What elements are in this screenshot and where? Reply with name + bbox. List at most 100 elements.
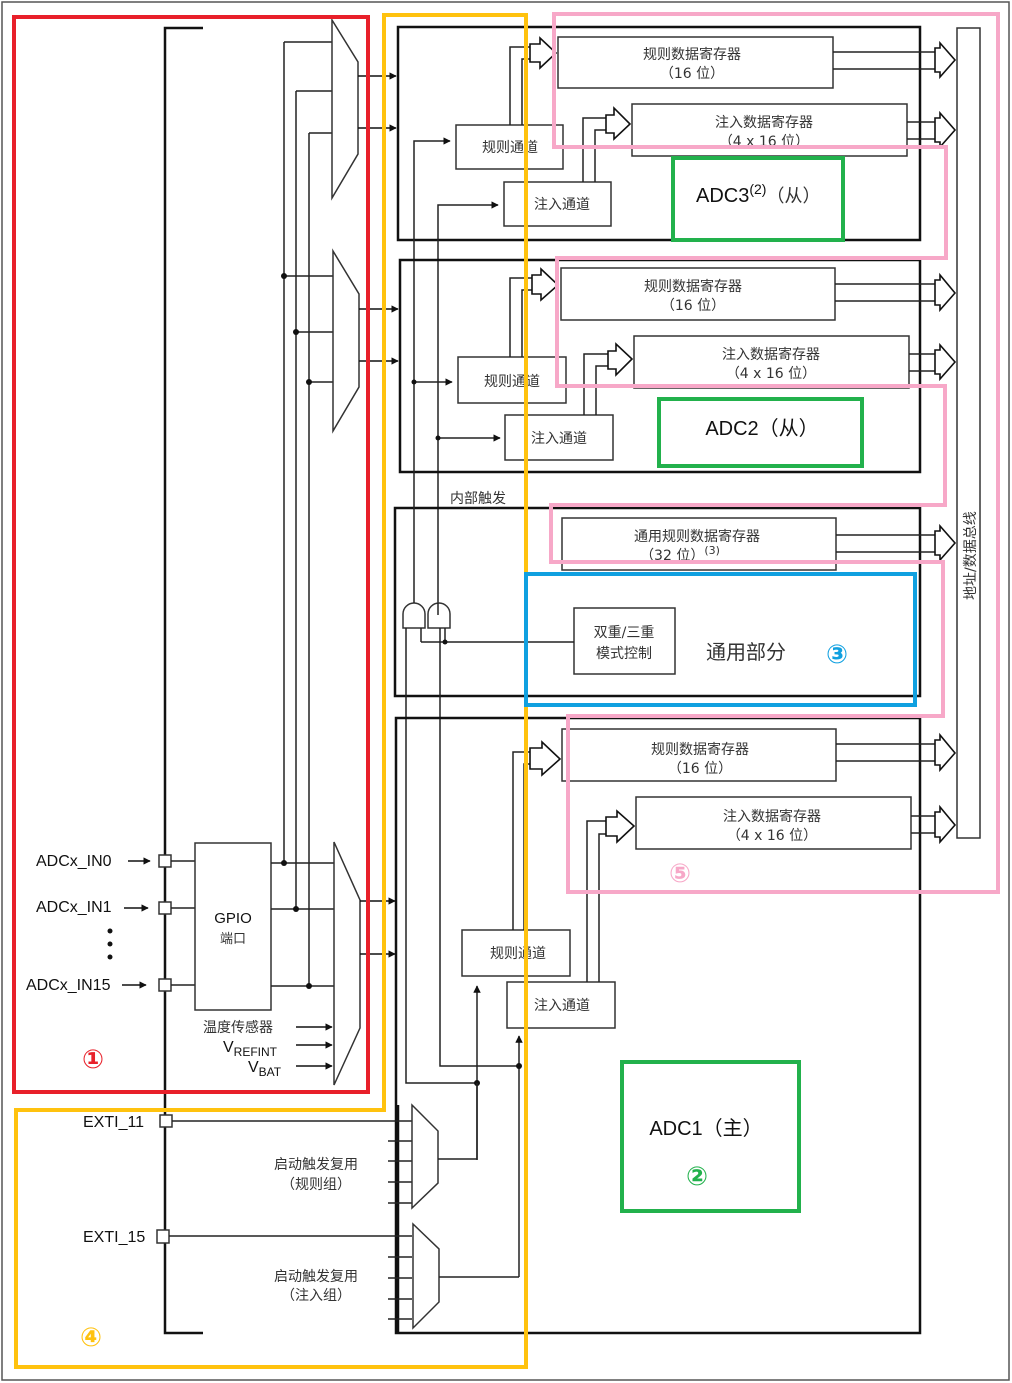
channel-label: 规则通道 bbox=[490, 946, 546, 962]
and-gate-injected bbox=[427, 602, 451, 629]
injected-trigger-inputs bbox=[388, 1256, 412, 1320]
junction-dot bbox=[435, 435, 441, 441]
pin-exti-11 bbox=[159, 1114, 173, 1128]
junction-dot bbox=[293, 906, 299, 912]
reg-label: 注入数据寄存器 bbox=[722, 346, 820, 363]
reg-label: （16 位） bbox=[660, 66, 724, 82]
channel-label: 规则通道 bbox=[484, 374, 540, 390]
adc1-name-label: ADC1（主） bbox=[649, 1117, 762, 1140]
hollow-arrow bbox=[934, 342, 957, 382]
pin-in1 bbox=[158, 901, 172, 915]
hollow-arrow bbox=[934, 40, 957, 80]
wire bbox=[598, 833, 606, 982]
wire bbox=[438, 1083, 478, 1160]
wire bbox=[586, 820, 606, 982]
region-3-common bbox=[524, 572, 917, 707]
mode-ctrl-label: 模式控制 bbox=[596, 646, 652, 662]
adc2-regular-data-register bbox=[560, 267, 836, 321]
junction-dot bbox=[516, 1063, 522, 1069]
injected-trigger-mux bbox=[412, 1222, 440, 1330]
address-data-bus bbox=[956, 27, 981, 839]
reg-label: （16 位） bbox=[668, 761, 732, 777]
reg-label: 通用规则数据寄存器 bbox=[634, 528, 760, 545]
common-frame bbox=[393, 506, 922, 698]
junction-dot bbox=[293, 329, 299, 335]
adc3-regular-data-register bbox=[557, 36, 834, 89]
adc2-regular-channel bbox=[457, 356, 567, 404]
regular-mux-label: 启动触发复用 bbox=[274, 1156, 358, 1173]
adc2-injected-channel bbox=[504, 414, 614, 461]
hollow-arrow bbox=[607, 342, 634, 377]
reg-label: 规则数据寄存器 bbox=[643, 46, 741, 63]
adc2-injected-data-register bbox=[633, 335, 910, 389]
hollow-arrow bbox=[934, 110, 957, 150]
pin-in15 bbox=[158, 978, 172, 992]
reg-label: （16 位） bbox=[661, 298, 725, 314]
hollow-arrow bbox=[529, 36, 558, 70]
hollow-arrow bbox=[934, 523, 957, 563]
junction-dot bbox=[306, 983, 312, 989]
region-5-registers bbox=[549, 12, 1000, 894]
hollow-arrow bbox=[934, 804, 957, 845]
adc1-injected-data-register bbox=[635, 796, 912, 850]
junction-dot bbox=[306, 379, 312, 385]
region-adc3-name bbox=[671, 156, 845, 242]
bus-label: 地址/数据总线 bbox=[963, 511, 979, 600]
junction-dot bbox=[442, 639, 448, 645]
pin-exti-15 bbox=[156, 1229, 170, 1244]
hollow-arrow bbox=[605, 106, 632, 141]
adc2-name-label: ADC2（从） bbox=[705, 417, 818, 440]
channel-label: 注入通道 bbox=[531, 431, 587, 447]
input-section: ADCx_IN0 ADCx_IN1 ADCx_IN15 GPIO 端口 bbox=[26, 17, 399, 1335]
injected-mux-label: （注入组） bbox=[281, 1288, 351, 1304]
wire bbox=[521, 289, 532, 357]
label-adcx-in15: ADCx_IN15 bbox=[26, 977, 111, 994]
label-exti-11: EXTI_11 bbox=[83, 1114, 144, 1131]
wire bbox=[595, 365, 608, 415]
reg-label: 注入数据寄存器 bbox=[715, 114, 813, 131]
wire bbox=[582, 117, 606, 182]
reg-label: （4 x 16 位） bbox=[726, 366, 816, 382]
regular-trigger-inputs bbox=[388, 1140, 412, 1204]
region-1-inputs bbox=[12, 15, 370, 1094]
region-adc2-name bbox=[657, 397, 864, 468]
adc1-regular-data-register bbox=[561, 728, 837, 782]
annotation-1: ① bbox=[82, 1045, 104, 1075]
adc2-block: 规则数据寄存器 （16 位） 注入数据寄存器 （4 x 16 位） 规则通道 注… bbox=[398, 258, 957, 474]
adc3-regular-channel bbox=[455, 124, 564, 170]
label-exti-15: EXTI_15 bbox=[83, 1229, 145, 1246]
adc3-input-mux bbox=[331, 17, 359, 201]
channel-label: 注入通道 bbox=[534, 998, 590, 1014]
adc1-block: 规则数据寄存器 （16 位） 注入数据寄存器 （4 x 16 位） 规则通道 注… bbox=[394, 716, 957, 1335]
label-temp-sensor: 温度传感器 bbox=[203, 1019, 273, 1036]
label-adcx-in0: ADCx_IN0 bbox=[36, 853, 112, 870]
regular-mux-label: （规则组） bbox=[281, 1177, 351, 1193]
and-gate-regular bbox=[402, 602, 426, 629]
adc1-input-mux bbox=[333, 841, 361, 1086]
common-section-label: 通用部分 bbox=[706, 640, 786, 664]
adc3-injected-channel bbox=[503, 181, 612, 227]
junction-dot bbox=[281, 273, 287, 279]
trigger-section: EXTI_11 EXTI_15 启动触发复用 （规则组） 启动触发复用 （注入组… bbox=[83, 1083, 519, 1333]
regular-trigger-mux bbox=[411, 1103, 439, 1210]
wire bbox=[594, 129, 606, 182]
wire bbox=[437, 201, 499, 615]
mode-ctrl-label: 双重/三重 bbox=[594, 625, 655, 641]
gpio-subtitle: 端口 bbox=[220, 932, 246, 947]
annotation-2: ② bbox=[686, 1162, 708, 1192]
region-2-adc1-name bbox=[620, 1060, 801, 1213]
adc1-regular-channel bbox=[461, 929, 571, 977]
annotation-3: ③ bbox=[826, 640, 848, 670]
annotation-5: ⑤ bbox=[669, 859, 691, 889]
hollow-arrow bbox=[605, 809, 636, 844]
reg-label: 规则数据寄存器 bbox=[644, 278, 742, 295]
reg-label: （4 x 16 位） bbox=[727, 828, 817, 844]
hollow-arrow bbox=[531, 267, 560, 302]
wire bbox=[583, 353, 608, 415]
wire bbox=[413, 137, 451, 460]
adc3-block: 规则数据寄存器 （16 位） 注入数据寄存器 （4 x 16 位） 规则通道 注… bbox=[396, 25, 957, 615]
hollow-arrow bbox=[934, 272, 957, 313]
adc3-name-label: ADC3(2)（从） bbox=[696, 181, 820, 207]
annotation-4: ④ bbox=[80, 1323, 102, 1353]
